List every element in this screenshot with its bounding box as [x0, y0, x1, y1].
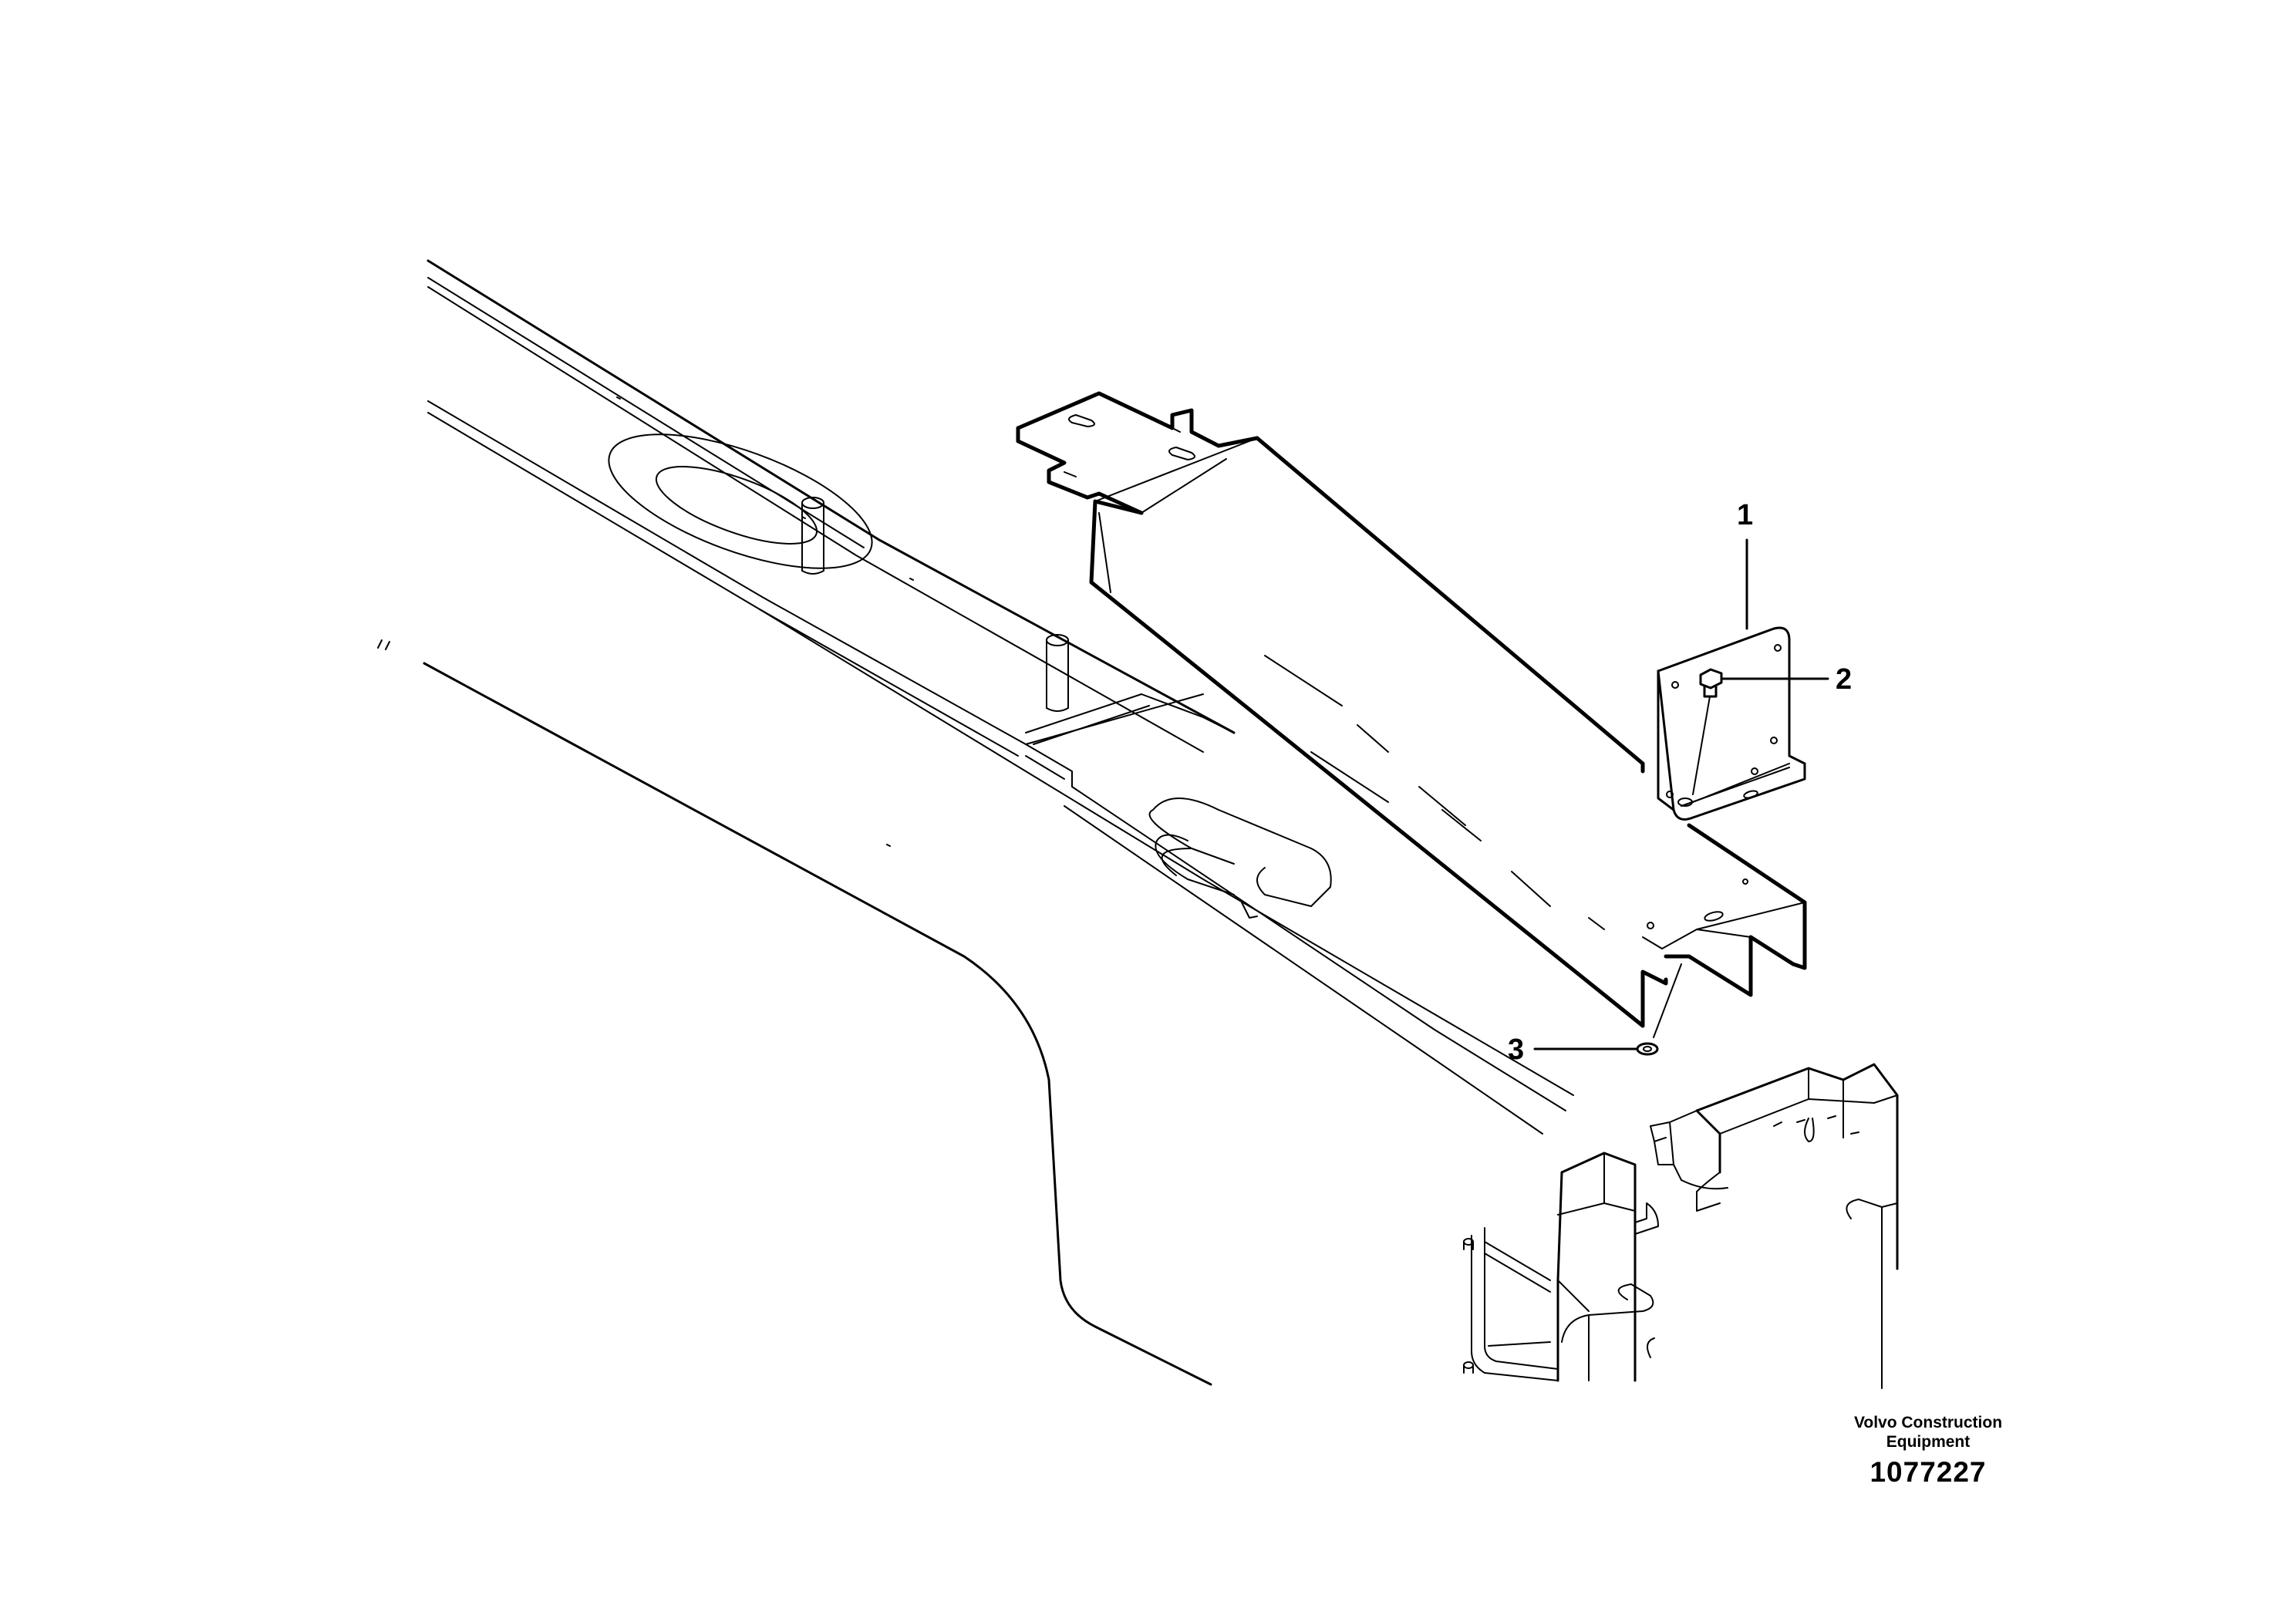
oval-slot: [608, 433, 873, 569]
document-number: 1077227: [1870, 1456, 1987, 1488]
callout-2: 2: [1836, 663, 1852, 696]
callout-1: 1: [1737, 499, 1753, 531]
bracket-part-1: [1657, 626, 1806, 821]
pin-right: [1046, 634, 1069, 712]
step-ladder: [1463, 1227, 1559, 1381]
pin-left: [801, 497, 824, 575]
u-hook: [1148, 798, 1332, 919]
screw-part-2: [1692, 668, 1723, 795]
brand-line-1: Volvo Construction: [1853, 1414, 2003, 1431]
fender-outline: [423, 662, 1212, 1386]
brand-line-2: Equipment: [1886, 1433, 1971, 1451]
brand-label: Volvo Construction Equipment: [1836, 1413, 2021, 1452]
counterweight-lower: [1556, 1152, 1659, 1382]
frame-structure: [377, 259, 1574, 1135]
callout-3: 3: [1508, 1034, 1524, 1066]
leader-lines: [1533, 538, 1829, 1050]
cover-plate: [1016, 391, 1807, 1028]
counterweight-upper: [1650, 1063, 1899, 1389]
